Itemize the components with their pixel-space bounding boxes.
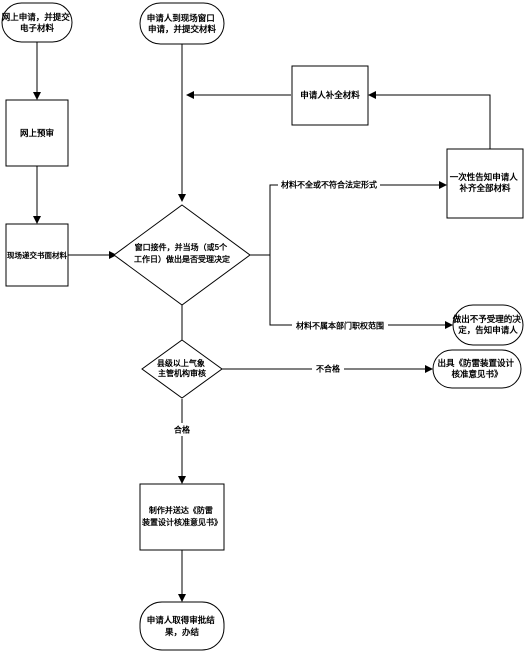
edge-labels: 材料不全或不符合法定形式 材料不属本部门职权范围 不合格 合格	[170, 178, 388, 436]
node-county-review-text: 县级以上气象 主管机构审核	[157, 358, 207, 378]
node-window-apply-text: 申请人到现场窗口 申请，并提交材料	[147, 13, 217, 34]
node-supplement: 申请人补全材料	[291, 65, 369, 126]
node-submit-paper-text: 现场递交书面材料	[7, 250, 67, 260]
node-supplement-text: 申请人补全材料	[300, 90, 360, 100]
node-issue-notice: 出具《防雷装置设计 核准意见书》	[432, 349, 522, 389]
node-online-pre-review-text: 网上预审	[20, 128, 54, 138]
node-online-apply-text: 网上申请，并提交 电子材料	[2, 12, 72, 33]
node-window-apply: 申请人到现场窗口 申请，并提交材料	[139, 2, 225, 45]
node-reject-notice-text: 做出不予受理的决 定，告知申请人	[452, 314, 523, 335]
edge-label-incomplete: 材料不全或不符合法定形式	[281, 180, 377, 190]
node-receive-result: 申请人取得审批结 果，办结	[139, 601, 225, 651]
node-notify-once: 一次性告知申请人 补齐全部材料	[446, 148, 524, 219]
node-submit-paper: 现场递交书面材料	[5, 223, 69, 287]
node-online-apply: 网上申请，并提交 电子材料	[1, 2, 73, 43]
edges	[33, 42, 491, 602]
edge-notify-to-supplement	[368, 91, 491, 149]
edge-decision-to-reject	[269, 255, 453, 329]
node-accept-decision: 窗口接件，并当场（或5个 工作日）做出是否受理决定	[113, 204, 251, 306]
edge-label-fail: 不合格	[316, 364, 341, 374]
node-county-review: 县级以上气象 主管机构审核	[141, 339, 223, 399]
node-reject-notice: 做出不予受理的决 定，告知申请人	[452, 304, 524, 346]
edge-decision-to-notify	[250, 181, 447, 256]
node-receive-result-text: 申请人取得审批结 果，办结	[147, 615, 217, 637]
node-notify-once-text: 一次性告知申请人 补齐全部材料	[450, 172, 520, 193]
node-accept-decision-text: 窗口接件，并当场（或5个 工作日）做出是否受理决定	[134, 242, 230, 264]
edge-label-out-of-scope: 材料不属本部门职权范围	[296, 321, 384, 331]
node-online-pre-review: 网上预审	[5, 99, 69, 167]
node-issue-notice-text: 出具《防雷装置设计 核准意见书》	[438, 358, 517, 379]
edge-label-pass: 合格	[173, 425, 191, 435]
node-make-send: 制作并送达《防雷 装置设计核准意见书》	[139, 483, 225, 551]
node-make-send-text: 制作并送达《防雷 装置设计核准意见书》	[141, 505, 222, 527]
